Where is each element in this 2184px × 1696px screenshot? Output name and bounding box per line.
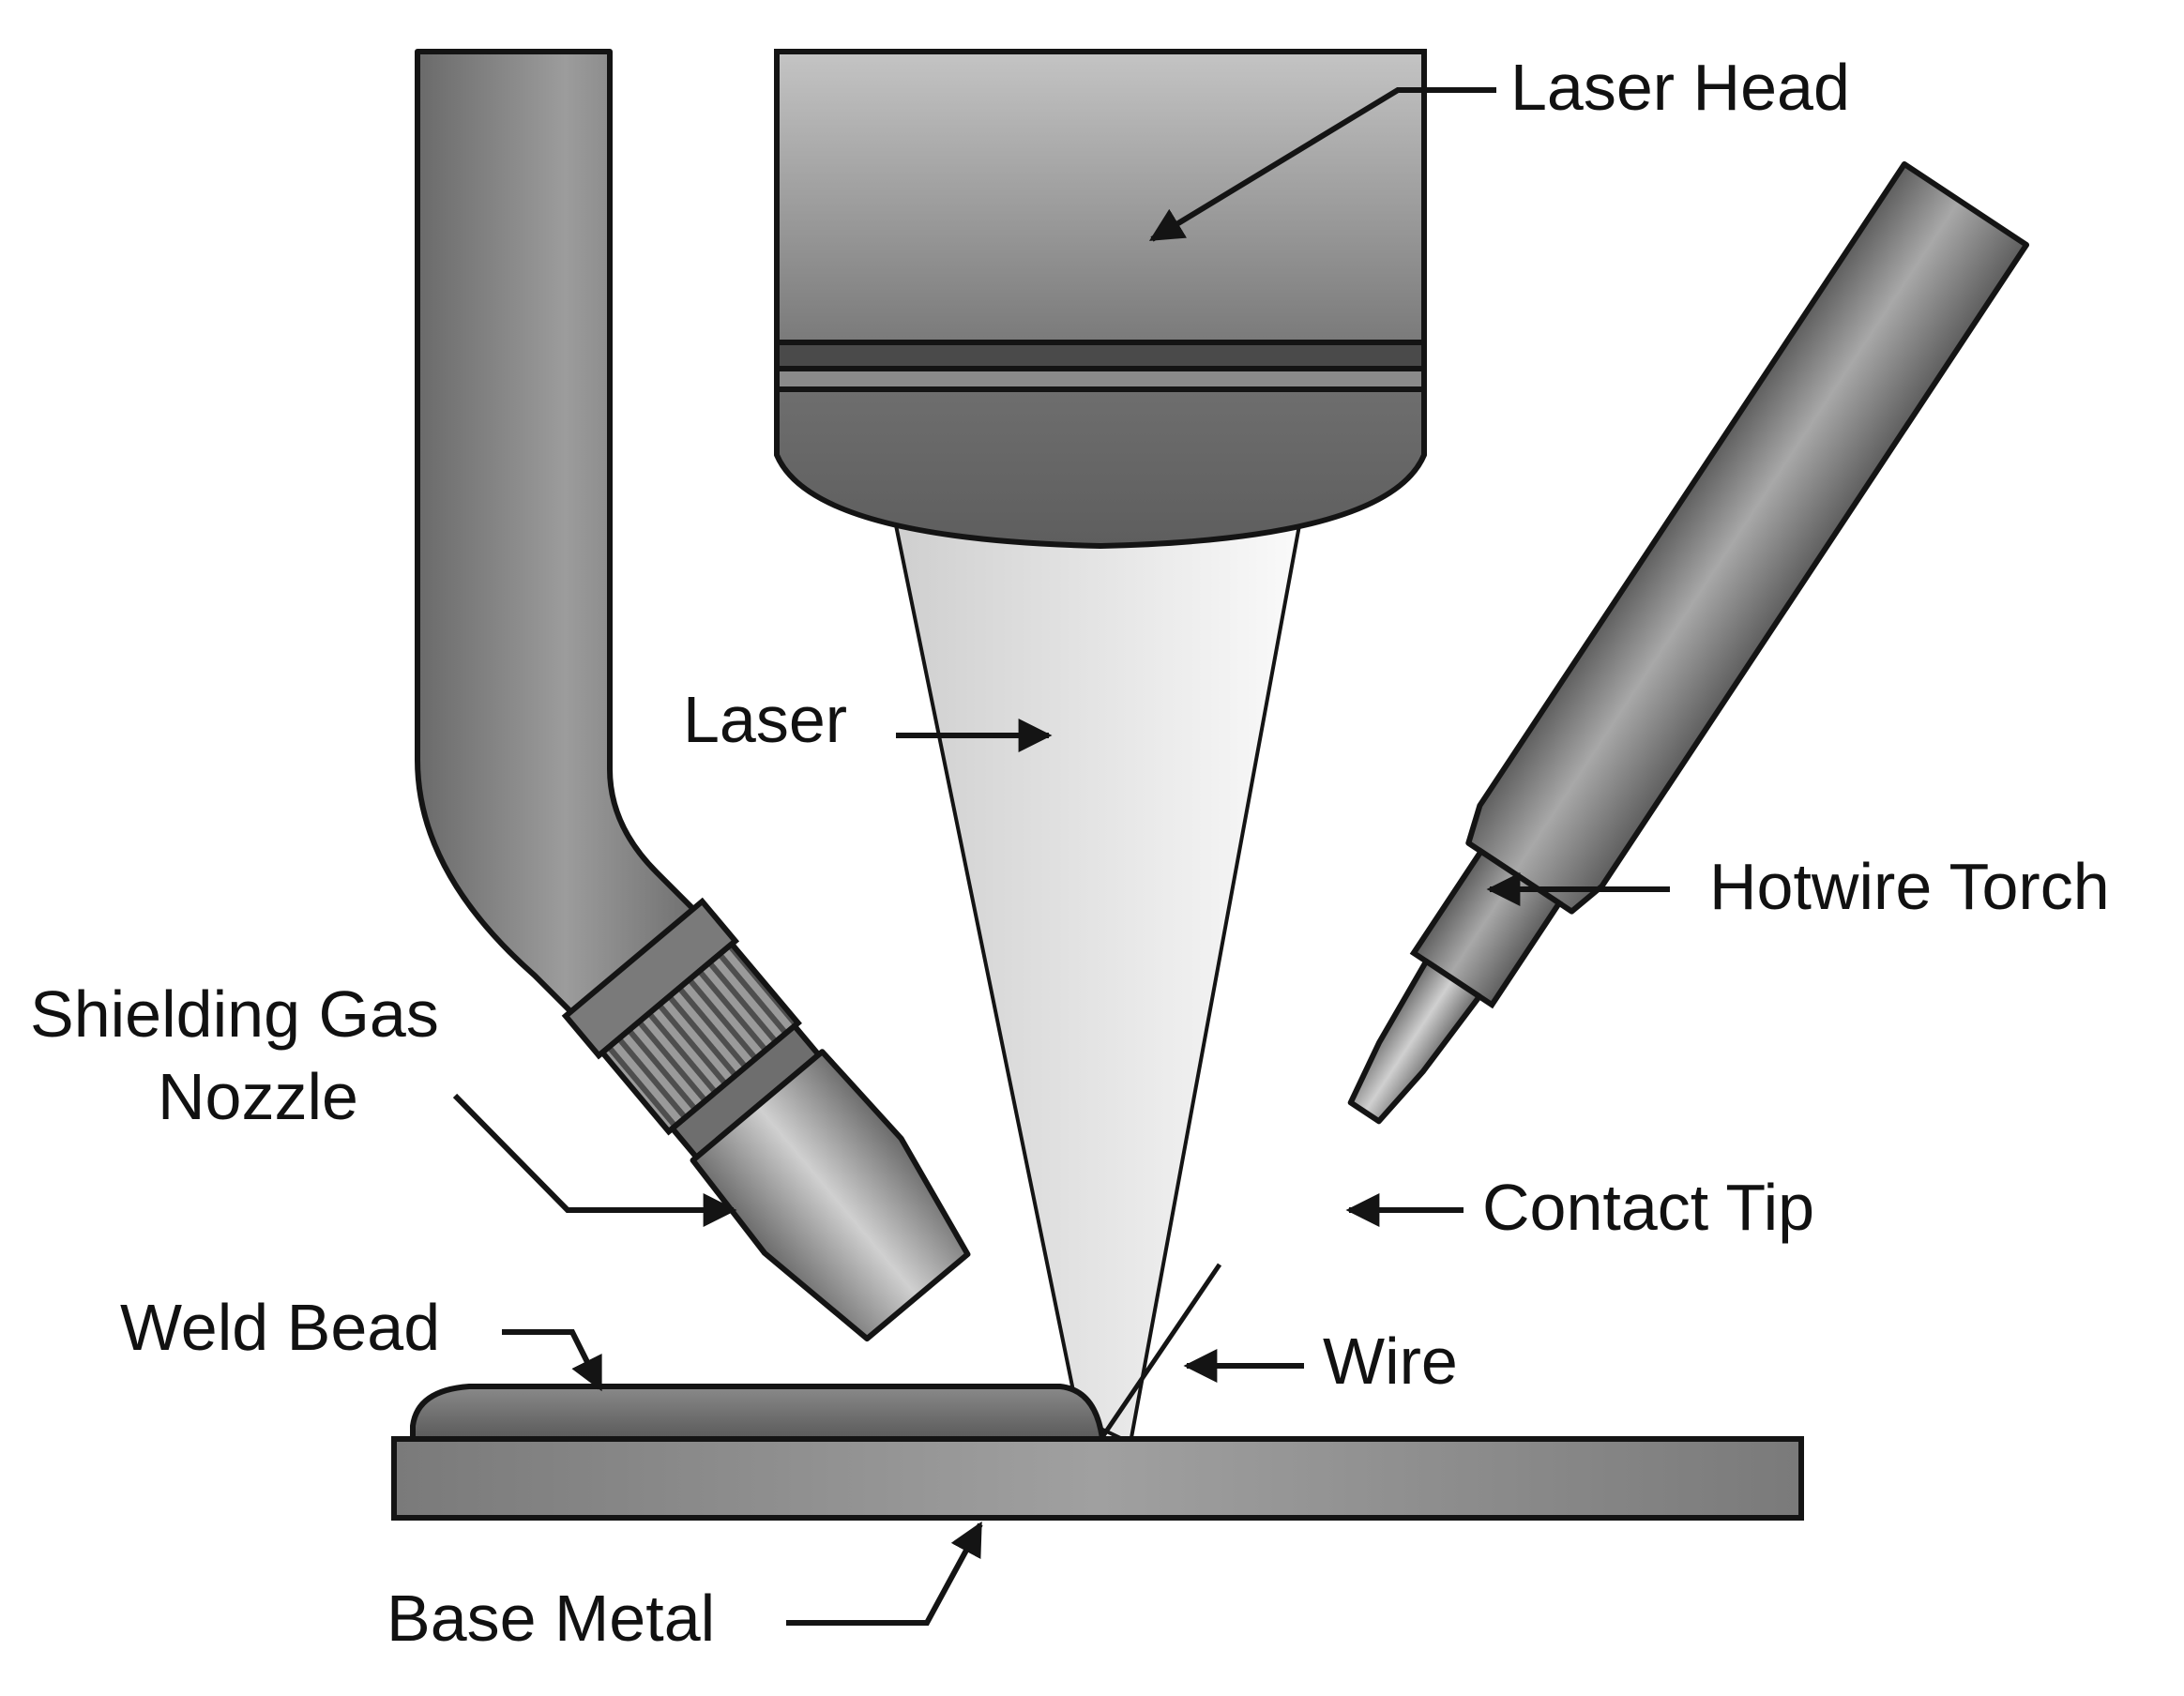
leader-arrows xyxy=(452,87,1670,1626)
hotwire-torch xyxy=(1347,160,2030,1125)
weld-bead xyxy=(410,1384,1105,1442)
contact-tip-label: Contact Tip xyxy=(1482,1171,1815,1244)
wire-label: Wire xyxy=(1323,1325,1458,1398)
filler-wire xyxy=(1100,1263,1222,1439)
hotwire-torch-label: Hotwire Torch xyxy=(1709,850,2110,923)
base-metal-arrow xyxy=(786,1521,983,1626)
shielding-gas-nozzle xyxy=(561,897,971,1342)
laser-beam xyxy=(893,523,1302,1446)
weld-bead-arrow xyxy=(502,1329,603,1392)
laser-label: Laser xyxy=(683,683,848,756)
laser-head xyxy=(774,49,1427,549)
shielding-gas-pipe xyxy=(415,49,716,1035)
laser-head-arrow xyxy=(1148,87,1496,242)
base-metal-plate xyxy=(391,1436,1804,1521)
shielding-gas-arrow xyxy=(452,1093,737,1227)
shielding-gas-nozzle-label: Nozzle xyxy=(158,1060,358,1133)
laser-head-label: Laser Head xyxy=(1510,51,1850,124)
shielding-gas-label: Shielding Gas xyxy=(30,977,439,1051)
weld-bead-label: Weld Bead xyxy=(120,1291,441,1364)
base-metal-label: Base Metal xyxy=(387,1582,716,1655)
